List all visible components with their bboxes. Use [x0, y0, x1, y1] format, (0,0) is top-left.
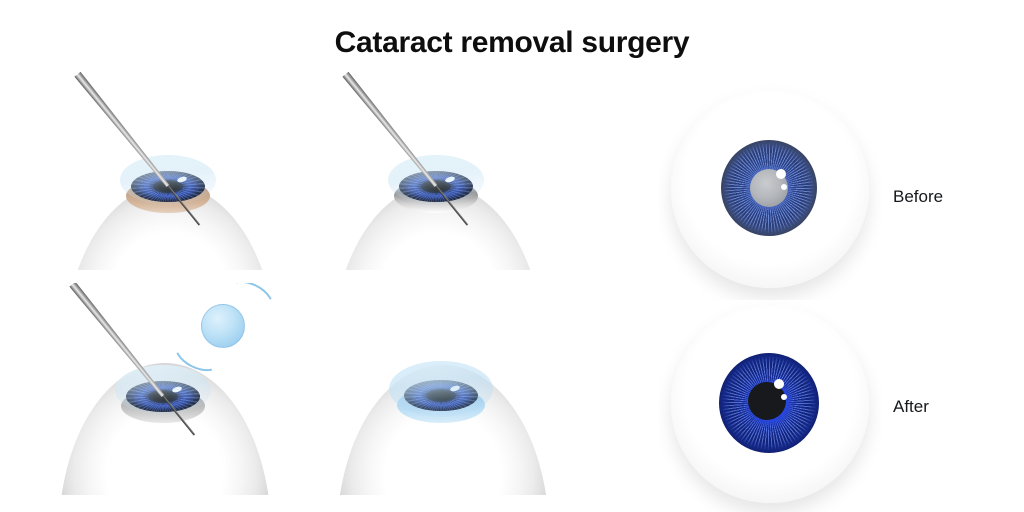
eye-highlight-large — [776, 169, 786, 179]
eye-highlight-small — [781, 184, 787, 190]
step4-illustration — [331, 283, 551, 495]
cornea-dome — [120, 155, 216, 205]
eye-highlight-small — [781, 394, 787, 400]
after-label: After — [893, 397, 929, 416]
cornea-dome — [115, 365, 211, 415]
iol-lens-implant — [201, 304, 245, 348]
before-eye-illustration — [659, 78, 881, 300]
eye-highlight-large — [774, 379, 784, 389]
after-eye-illustration — [659, 293, 881, 512]
step3-illustration — [53, 283, 278, 495]
step1-illustration — [58, 70, 276, 270]
cornea-dome — [388, 155, 484, 205]
page-title: Cataract removal surgery — [334, 26, 690, 59]
before-label: Before — [893, 187, 944, 206]
cornea-dome — [389, 361, 493, 417]
step2-illustration — [326, 70, 544, 270]
